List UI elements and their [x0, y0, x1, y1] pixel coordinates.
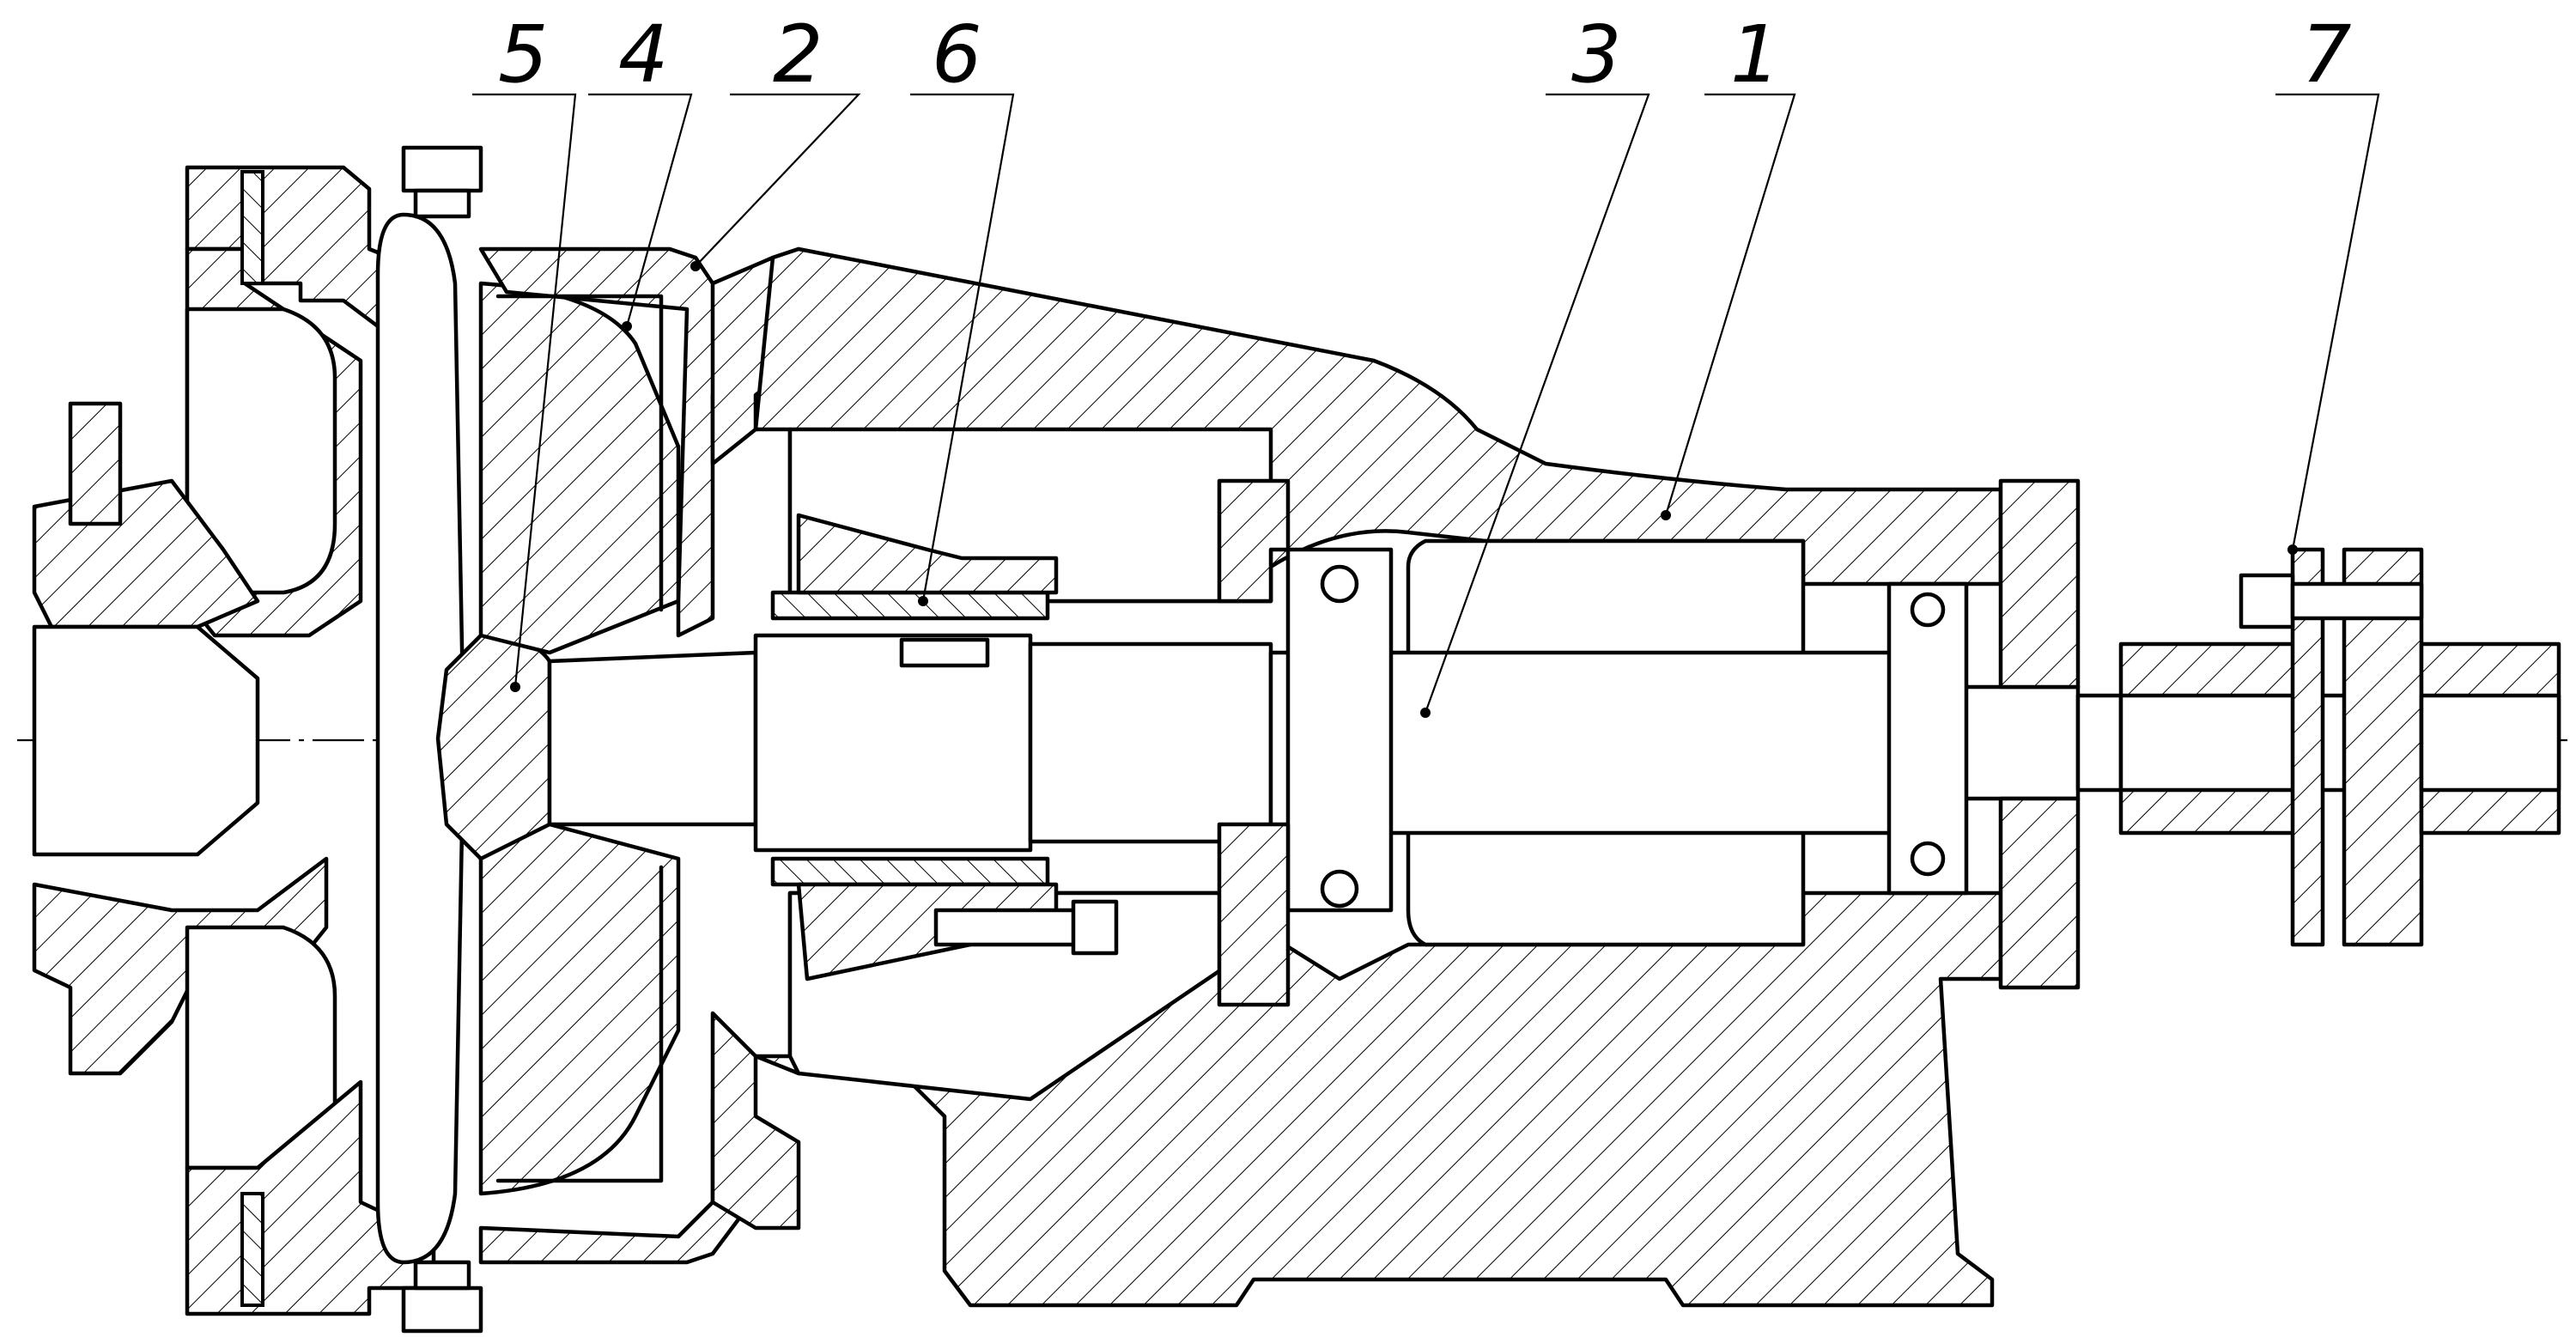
- flange-gasket-top: [240, 170, 264, 285]
- flange-gasket-bottom: [240, 1192, 264, 1307]
- shaft-seal: [770, 513, 1119, 981]
- callout-6: 6: [932, 9, 982, 100]
- callout-3: 3: [1571, 9, 1622, 100]
- callout-1: 1: [1730, 9, 1781, 100]
- liner-ring: [495, 294, 664, 1183]
- callout-leaders: [472, 93, 2380, 718]
- callout-5: 5: [498, 9, 549, 100]
- callout-4: 4: [618, 9, 669, 100]
- coupling: [2118, 547, 2561, 947]
- key: [899, 637, 990, 668]
- impeller: [375, 212, 681, 1265]
- bearing-front: [1285, 547, 1394, 913]
- bearing-cover-rear: [1998, 478, 2081, 990]
- casing-bolt-top: [401, 145, 483, 219]
- casing-bolt-bottom: [401, 1260, 483, 1334]
- bearing-rear: [1886, 581, 1969, 896]
- callout-2: 2: [773, 9, 823, 100]
- callout-7: 7: [2301, 9, 2352, 100]
- bearing-cover-front: [1217, 478, 1291, 1007]
